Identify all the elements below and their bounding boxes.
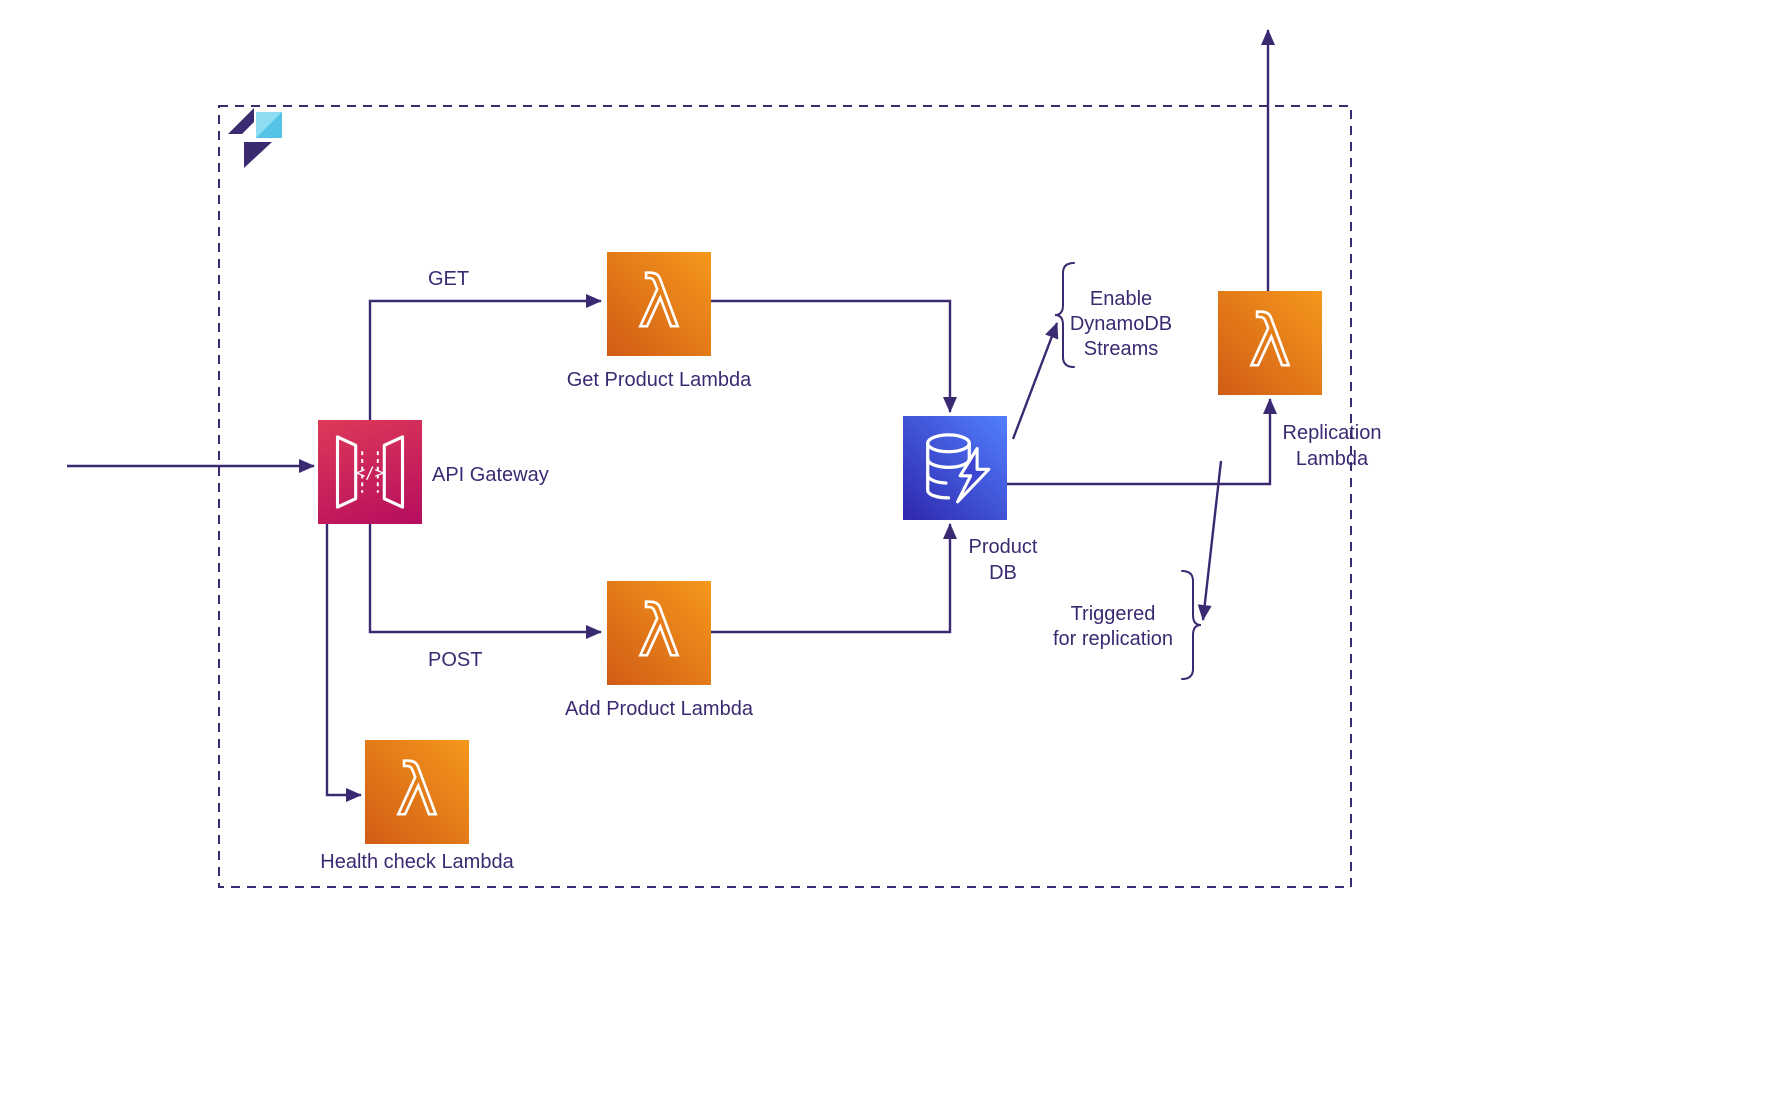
post-edge-label: POST xyxy=(428,649,483,671)
replication-lambda-label: Replication Lambda xyxy=(1232,420,1432,472)
lambda-glyph: λ xyxy=(396,749,438,831)
lambda-glyph: λ xyxy=(1249,300,1291,382)
brand-logo-icon xyxy=(228,108,282,168)
edge-post xyxy=(368,524,602,639)
product-db-label-line2: DB xyxy=(989,562,1017,584)
streams-annotation-line3: Streams xyxy=(1083,338,1159,360)
dynamodb-icon xyxy=(926,433,991,504)
lambda-icon: λ xyxy=(395,748,439,833)
get-product-lambda-node: λ xyxy=(607,252,711,356)
lambda-icon: λ xyxy=(637,589,681,674)
get-edge-label: GET xyxy=(428,268,470,290)
lambda-icon: λ xyxy=(637,260,681,345)
replication-lambda-label-line1: Replication xyxy=(1282,422,1382,444)
lambda-icon: λ xyxy=(1248,299,1292,384)
edge-get-to-db xyxy=(711,299,957,413)
add-product-lambda-label: Add Product Lambda xyxy=(565,698,753,720)
lambda-glyph: λ xyxy=(638,590,680,672)
replication-lambda-node: λ xyxy=(1218,291,1322,395)
streams-brace xyxy=(1054,262,1075,368)
product-db-node xyxy=(903,416,1007,520)
edge-health xyxy=(325,524,362,802)
trigger-brace xyxy=(1181,570,1202,680)
edge-streams-note xyxy=(1011,322,1059,440)
api-gateway-node: </> xyxy=(318,420,422,524)
api-gateway-icon: </> xyxy=(335,435,405,509)
product-db-label: Product DB xyxy=(903,534,1103,586)
edge-db-to-replication xyxy=(1007,398,1277,486)
trigger-annotation-line2: for replication xyxy=(1052,628,1174,650)
brand-logo xyxy=(228,106,286,170)
code-glyph: </> xyxy=(356,464,384,482)
health-check-lambda-node: λ xyxy=(365,740,469,844)
lightning-bolt-glyph xyxy=(956,446,991,504)
replication-lambda-label-line2: Lambda xyxy=(1295,448,1369,470)
lambda-glyph: λ xyxy=(638,261,680,343)
edge-trigger-note xyxy=(1197,460,1223,621)
get-product-lambda-label: Get Product Lambda xyxy=(566,369,752,391)
edge-add-to-db xyxy=(711,523,957,634)
product-db-label-line1: Product xyxy=(968,536,1038,558)
trigger-annotation-line1: Triggered xyxy=(1070,603,1156,625)
health-check-lambda-label: Health check Lambda xyxy=(320,851,514,873)
account-boundary xyxy=(218,105,1352,888)
edge-get xyxy=(368,294,602,420)
streams-annotation-line1: Enable xyxy=(1089,288,1153,310)
streams-annotation: Enable DynamoDB Streams xyxy=(1021,287,1221,362)
trigger-annotation: Triggered for replication xyxy=(1013,602,1213,652)
streams-annotation-line2: DynamoDB xyxy=(1069,313,1173,335)
add-product-lambda-node: λ xyxy=(607,581,711,685)
api-gateway-label: API Gateway xyxy=(432,464,549,486)
